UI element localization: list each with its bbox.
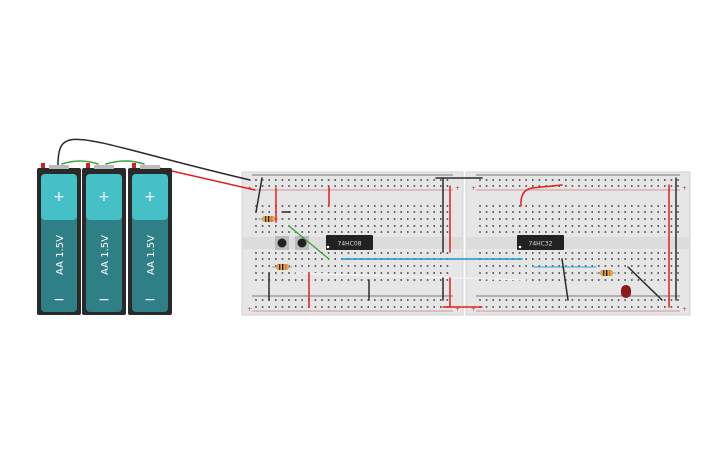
chip-label: 74HC08 (338, 241, 362, 248)
battery-holder-3[interactable]: + − AA 1.5V (128, 163, 172, 315)
battery-holder-1[interactable]: + − AA 1.5V (37, 163, 81, 315)
battery-minus: − (53, 292, 65, 308)
rail-plus-label: + (471, 306, 476, 313)
rail-plus-label: + (471, 185, 476, 192)
chip-74hc32[interactable]: 74HC32 (517, 235, 564, 250)
wire-green-b1[interactable] (61, 160, 99, 165)
wire-white[interactable] (295, 272, 527, 281)
wire-black-battery[interactable] (57, 138, 251, 181)
battery-minus: − (144, 292, 156, 308)
wire-green-b2[interactable] (105, 160, 145, 165)
battery-plus: + (144, 189, 156, 205)
rail-plus-label: + (455, 185, 460, 192)
pushbutton-1[interactable] (275, 236, 289, 250)
rail-plus-label: + (247, 306, 252, 313)
wire-green[interactable] (288, 225, 330, 260)
battery-minus: − (98, 292, 110, 308)
resistor-3[interactable] (596, 270, 616, 276)
rail-plus-label: + (682, 185, 687, 192)
battery-plus: + (98, 189, 110, 205)
battery-holder-2[interactable]: + − AA 1.5V (82, 163, 126, 315)
battery-plus: + (53, 189, 65, 205)
battery-label: AA 1.5V (146, 235, 157, 275)
chip-label: 74HC32 (529, 241, 553, 248)
battery-label: AA 1.5V (100, 235, 111, 275)
chip-74hc08[interactable]: 74HC08 (326, 235, 373, 250)
resistor-1[interactable] (258, 216, 278, 222)
rail-plus-label: + (682, 306, 687, 313)
wire[interactable] (561, 258, 569, 301)
led-red[interactable] (621, 285, 631, 298)
wire[interactable] (255, 177, 263, 213)
wire[interactable] (520, 184, 563, 207)
battery-label: AA 1.5V (55, 235, 66, 275)
wire[interactable] (627, 266, 663, 301)
rail-plus-label: + (455, 306, 460, 313)
resistor-2[interactable] (272, 264, 292, 270)
pushbutton-2[interactable] (295, 236, 309, 250)
